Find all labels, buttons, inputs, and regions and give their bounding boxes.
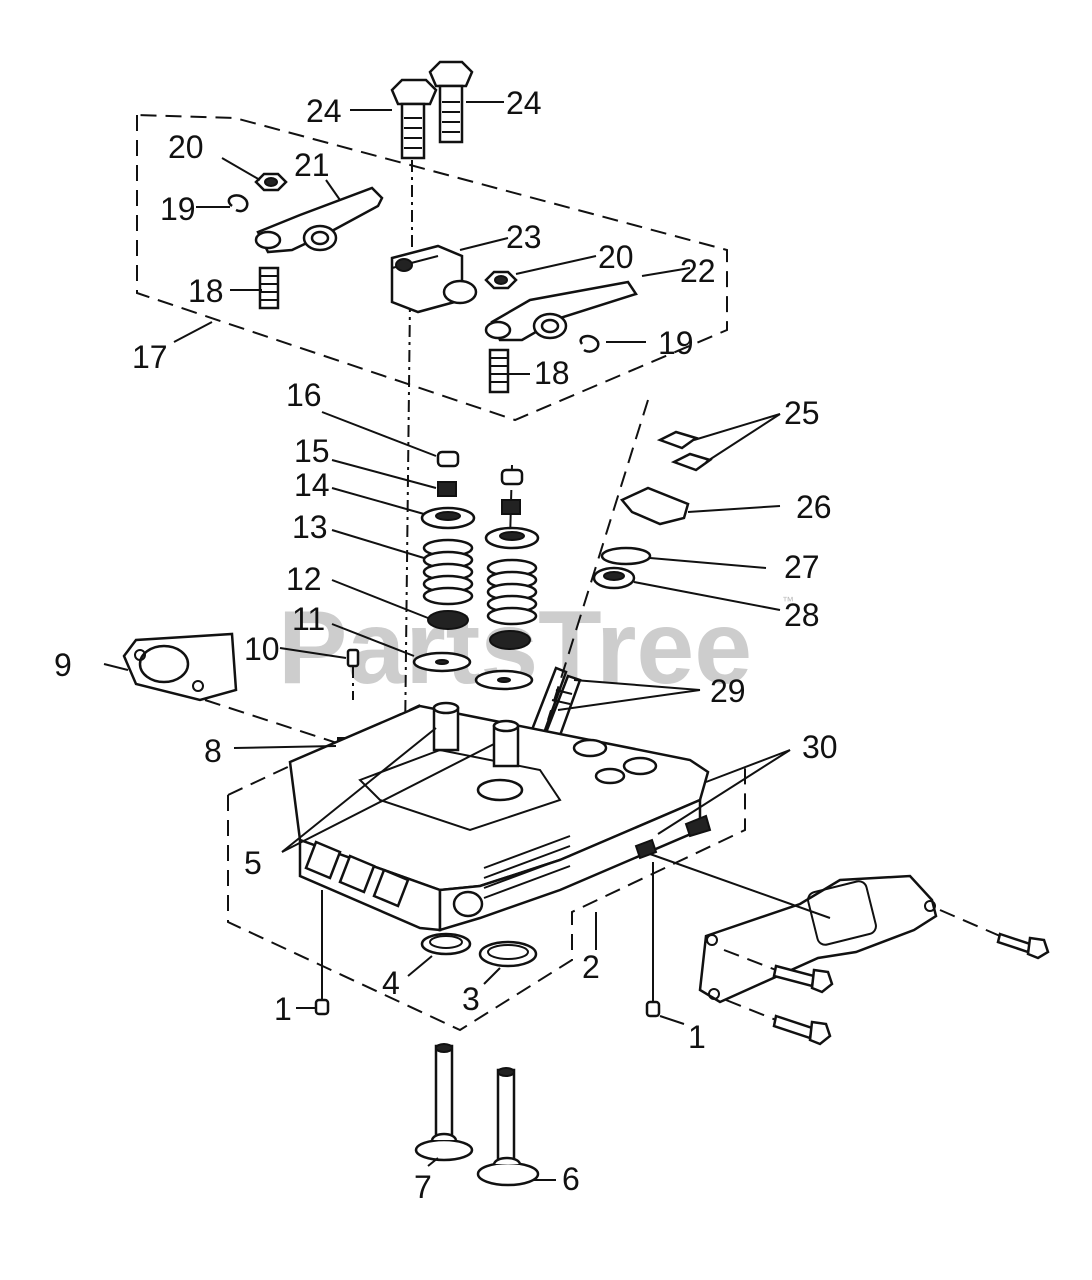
callout-24-right: 24	[506, 85, 542, 121]
nut-20-left	[254, 172, 288, 192]
pin-1-left	[314, 998, 330, 1016]
nut-20-right	[484, 270, 518, 290]
callout-27: 27	[784, 549, 820, 585]
callout-5: 5	[244, 845, 262, 881]
bolt-24-left	[390, 78, 438, 160]
callout-18-right: 18	[534, 355, 570, 391]
cover-guide	[547, 399, 649, 721]
valve-seat-3	[478, 940, 538, 968]
callouts: 24 24 20 21 19 23 20 22 18 17 19 18 16 1…	[54, 85, 838, 1205]
callout-9: 9	[54, 647, 72, 683]
callout-13: 13	[292, 509, 328, 545]
bolt-24-right	[428, 60, 474, 144]
pin-1-right	[645, 1000, 661, 1018]
callout-17: 17	[132, 339, 168, 375]
spring-retainer-14	[420, 506, 476, 530]
callout-14: 14	[294, 467, 330, 503]
callout-21: 21	[294, 147, 330, 183]
callout-22: 22	[680, 253, 716, 289]
valve-keeper-15	[437, 481, 457, 497]
valve-spring-13-left	[422, 538, 474, 606]
callout-30: 30	[802, 729, 838, 765]
callout-16: 16	[286, 377, 322, 413]
valve-keeper-right	[501, 499, 521, 515]
callout-24-left: 24	[306, 93, 342, 129]
rocker-assembly-outline	[136, 114, 728, 422]
callout-20-right: 20	[598, 239, 634, 275]
valve-cap-right	[500, 468, 524, 486]
rocker-arm-22	[484, 280, 638, 342]
callout-23: 23	[506, 219, 542, 255]
exhaust-gasket	[698, 874, 938, 1004]
cover-26	[619, 486, 690, 526]
spring-seat-right	[489, 630, 531, 650]
callout-20-left: 20	[168, 129, 204, 165]
callout-4: 4	[382, 965, 400, 1001]
callout-3: 3	[462, 981, 480, 1017]
gasket-guide-line	[649, 853, 831, 919]
callout-12: 12	[286, 561, 322, 597]
seat-28	[592, 566, 636, 590]
callout-18-left: 18	[188, 273, 224, 309]
callout-1-right: 1	[688, 1019, 706, 1055]
callout-1-left: 1	[274, 991, 292, 1027]
cylinder-head	[288, 701, 712, 932]
valve-spring-right	[486, 558, 538, 626]
clip-19-right	[579, 334, 600, 353]
valve-seat-4	[420, 932, 472, 956]
callout-19-left: 19	[160, 191, 196, 227]
callout-26: 26	[796, 489, 832, 525]
callout-28: 28	[784, 597, 820, 633]
bolt-guide-2	[725, 999, 777, 1021]
spring-retainer-right	[484, 526, 540, 550]
washer-right	[474, 669, 534, 691]
bolt-exhaust-2	[772, 1014, 832, 1046]
callout-11: 11	[292, 601, 325, 637]
adjuster-screw-18-right	[488, 348, 510, 394]
valve-7	[414, 1043, 474, 1162]
callout-2: 2	[582, 949, 600, 985]
washer-11	[412, 651, 472, 673]
watermark-trademark: ™	[782, 594, 794, 608]
callout-15: 15	[294, 433, 330, 469]
callout-19-right: 19	[658, 325, 694, 361]
leader-lines	[103, 101, 791, 1181]
bolt-guide-3	[939, 909, 1001, 937]
callout-8: 8	[204, 733, 222, 769]
bolt-guide-1	[723, 949, 777, 971]
rocker-bracket-23	[390, 244, 478, 314]
bolt-exhaust-1	[772, 964, 834, 994]
spring-seat-12	[427, 610, 469, 630]
gasket-9	[122, 632, 238, 702]
clip-19-left	[227, 194, 249, 213]
rocker-arm-21	[254, 186, 384, 254]
valve-6	[476, 1067, 540, 1187]
plate-27	[600, 546, 652, 566]
callout-29: 29	[710, 673, 746, 709]
callout-7: 7	[414, 1169, 432, 1205]
pin-10	[346, 648, 360, 668]
valve-cap-16	[436, 450, 460, 468]
callout-6: 6	[562, 1161, 580, 1197]
bolt-exhaust-3	[996, 932, 1050, 960]
callout-25: 25	[784, 395, 820, 431]
adjuster-screw-18-left	[258, 266, 280, 310]
callout-10: 10	[244, 631, 280, 667]
